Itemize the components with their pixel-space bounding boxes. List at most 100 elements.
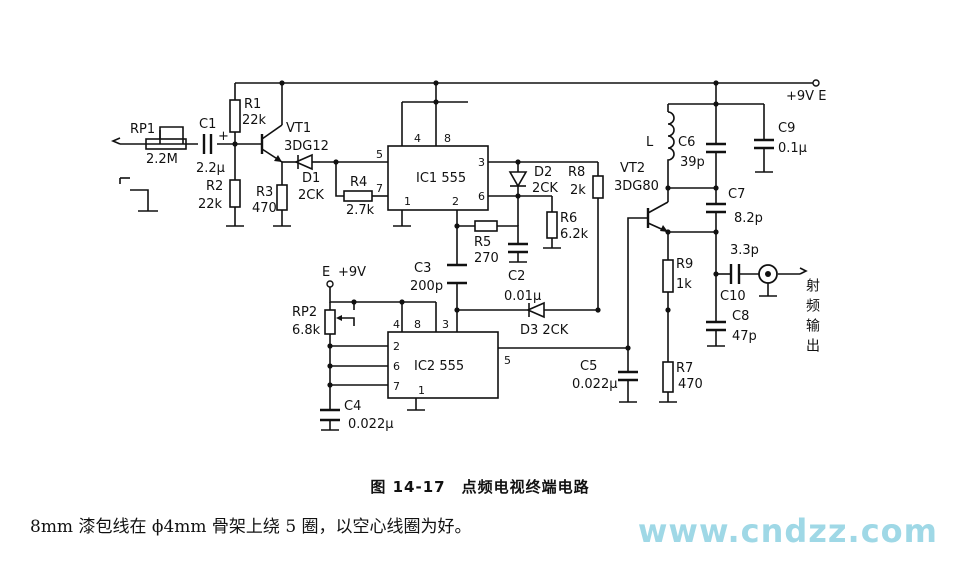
rp1-value: 2.2M <box>146 152 178 167</box>
rp2-label: RP2 <box>292 305 317 320</box>
r9-value: 1k <box>676 277 692 292</box>
rp1-potentiometer <box>145 130 187 150</box>
d2-diode <box>508 171 528 188</box>
l-label: L <box>646 135 654 150</box>
d1-label: D1 <box>302 171 320 186</box>
c7-label: C7 <box>728 187 745 202</box>
vt2-type: 3DG80 <box>614 179 659 194</box>
r4-resistor <box>343 190 373 202</box>
ic2-pin-1: 1 <box>418 384 425 397</box>
c3-value: 200p <box>410 279 443 294</box>
c1-value: 2.2μ <box>196 161 225 176</box>
c5-capacitor <box>618 370 638 382</box>
c1-label: C1 <box>199 117 216 132</box>
r3-resistor <box>276 184 288 211</box>
c5-value: 0.022μ <box>572 377 618 392</box>
r3-value: 470 <box>252 201 277 216</box>
c4-label: C4 <box>344 399 361 414</box>
l-inductor <box>667 111 675 168</box>
c7-value: 8.2p <box>734 211 763 226</box>
watermark: www.cndzz.com <box>637 512 938 550</box>
c6-capacitor <box>706 142 726 154</box>
c1-plus: + <box>218 129 229 144</box>
d2-type: 2CK <box>532 181 558 196</box>
r5-resistor <box>474 220 498 232</box>
c3-label: C3 <box>414 261 431 276</box>
c9-label: C9 <box>778 121 795 136</box>
r2-resistor <box>229 179 241 208</box>
c8-capacitor <box>706 320 726 332</box>
ic1-pin-3: 3 <box>478 156 485 169</box>
c10-value: 3.3p <box>730 243 759 258</box>
c3-capacitor <box>447 263 467 285</box>
ic2-pin-7: 7 <box>393 380 400 393</box>
r3-label: R3 <box>256 185 273 200</box>
ic2-pin-4: 4 <box>393 318 400 331</box>
supply-label-top: +9V E <box>786 89 826 104</box>
c2-capacitor <box>508 242 528 254</box>
r8-label: R8 <box>568 165 585 180</box>
d3-label: D3 2CK <box>520 323 569 338</box>
r6-label: R6 <box>560 211 577 226</box>
r8-value: 2k <box>570 183 586 198</box>
r6-resistor <box>546 211 558 239</box>
ic2-pin-2: 2 <box>393 340 400 353</box>
supply-label-left-e: E <box>322 265 330 280</box>
vt2-transistor <box>646 201 669 233</box>
r5-value: 270 <box>474 251 499 266</box>
r1-resistor <box>229 99 241 133</box>
rf-output-label: 射频输出 <box>804 278 820 358</box>
r5-label: R5 <box>474 235 491 250</box>
ic2-chip <box>387 331 499 399</box>
c5-label: C5 <box>580 359 597 374</box>
d1-diode <box>294 153 320 171</box>
ic2-pin-3: 3 <box>442 318 449 331</box>
c2-value: 0.01μ <box>504 289 541 304</box>
c2-label: C2 <box>508 269 525 284</box>
r4-value: 2.7k <box>346 203 375 218</box>
vt1-transistor <box>260 124 283 163</box>
ic1-pin-7: 7 <box>376 182 383 195</box>
d3-diode <box>526 301 545 319</box>
c1-capacitor <box>202 134 213 154</box>
d1-type: 2CK <box>298 188 324 203</box>
vt1-type: 3DG12 <box>284 139 329 154</box>
r9-resistor <box>662 259 674 293</box>
ic1-pin-1: 1 <box>404 195 411 208</box>
r9-label: R9 <box>676 257 693 272</box>
ic1-chip <box>387 145 489 211</box>
c10-capacitor <box>729 264 741 284</box>
figure-caption: 图 14-17 点频电视终端电路 <box>370 478 590 496</box>
supply-label-left-v: +9V <box>338 265 366 280</box>
ic1-pin-8: 8 <box>444 132 451 145</box>
ic2-name: IC2 555 <box>414 359 464 374</box>
ic2-pin-6: 6 <box>393 360 400 373</box>
c7-capacitor <box>706 202 726 214</box>
r2-value: 22k <box>198 197 223 212</box>
r2-label: R2 <box>206 179 223 194</box>
c8-label: C8 <box>732 309 749 324</box>
r7-label: R7 <box>676 361 693 376</box>
rf-output-connector <box>758 264 778 284</box>
r7-resistor <box>662 361 674 393</box>
rp2-value: 6.8k <box>292 323 321 338</box>
r4-label: R4 <box>350 175 367 190</box>
ic2-pin-5: 5 <box>504 354 511 367</box>
component-labels: +9V E E +9V RP1 2.2M C1 + 2.2μ R1 22k R2… <box>130 89 826 432</box>
ic1-pin-4: 4 <box>414 132 421 145</box>
c8-value: 47p <box>732 329 757 344</box>
r1-label: R1 <box>244 97 261 112</box>
r8-resistor <box>592 175 604 199</box>
ic1-pin-2: 2 <box>452 195 459 208</box>
ic1-name: IC1 555 <box>416 171 466 186</box>
c4-value: 0.022μ <box>348 417 394 432</box>
c6-value: 39p <box>680 155 705 170</box>
c9-value: 0.1μ <box>778 141 807 156</box>
r7-value: 470 <box>678 377 703 392</box>
rp1-label: RP1 <box>130 122 155 137</box>
vt2-label: VT2 <box>620 161 645 176</box>
vt1-label: VT1 <box>286 121 311 136</box>
r6-value: 6.2k <box>560 227 589 242</box>
c6-label: C6 <box>678 135 695 150</box>
ic1-pin-6: 6 <box>478 190 485 203</box>
